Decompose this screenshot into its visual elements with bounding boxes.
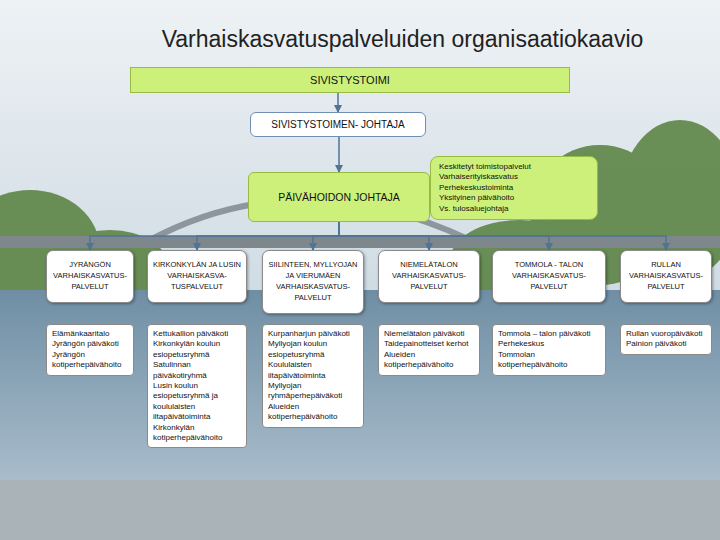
node-label: SIVISTYSTOIMEN- JOHTAJA xyxy=(261,119,415,130)
list-item: Kurpanharjun päiväkoti xyxy=(268,329,358,339)
unit-list: ElämänkaaritaloJyrängön päiväkotiJyrängö… xyxy=(46,324,134,376)
unit-title: KIRKONKYLÄN JA LUSIN VARHAISKASVA- TUSPA… xyxy=(152,260,242,293)
unit-box: SIILINTEEN, MYLLYOJAN JA VIERUMÄEN VARHA… xyxy=(262,250,364,314)
node-label: PÄIVÄHOIDON JOHTAJA xyxy=(257,191,421,203)
list-item: Tommola – talon päiväkoti xyxy=(498,329,600,339)
list-item: Myllyojan ryhmäperhepäiväkoti xyxy=(268,381,358,402)
connector xyxy=(339,222,666,250)
unit-title: RULLAN VARHAISKASVATUS- PALVELUT xyxy=(625,260,707,293)
list-item: Perhekeskustoiminta xyxy=(439,183,589,193)
list-item: Jyrängön kotiperhepäivähoito xyxy=(52,350,128,371)
director-box: SIVISTYSTOIMEN- JOHTAJA xyxy=(250,112,426,137)
unit-list: Kettukallion päiväkotiKirkonkylän koulun… xyxy=(147,324,247,448)
unit-list: Niemelätalon päiväkotiTaidepainotteiset … xyxy=(378,324,480,376)
connector xyxy=(338,137,340,172)
list-item: Myllyojan koulun esiopetusryhmä xyxy=(268,339,358,360)
list-item: Lusin koulun esiopetusryhmä ja koululais… xyxy=(153,381,241,423)
list-item: Perhekeskus xyxy=(498,339,600,349)
bridge-deck xyxy=(0,236,720,248)
list-item: Vs. tulosaluejohtaja xyxy=(439,204,589,214)
list-item: Alueiden kotiperhepäivähoito xyxy=(268,402,358,423)
unit-list: Tommola – talon päiväkotiPerhekeskusTomm… xyxy=(492,324,606,376)
list-item: Yksityinen päivähoito xyxy=(439,193,589,203)
list-item: Rullan vuoropäiväkoti xyxy=(626,329,706,339)
list-item: Kirkonkylän kotiperhepäivähoito xyxy=(153,423,241,444)
list-item: Taidepainotteiset kerhot xyxy=(384,339,474,349)
unit-box: RULLAN VARHAISKASVATUS- PALVELUT xyxy=(620,250,712,303)
water xyxy=(0,290,720,480)
services-box: Keskitetyt toimistopalvelutVarhaiserityi… xyxy=(430,156,598,220)
unit-title: JYRÄNGÖN VARHAISKASVATUS- PALVELUT xyxy=(51,260,129,293)
list-item: Satulinnan päiväkotiryhmä xyxy=(153,360,241,381)
unit-box: JYRÄNGÖN VARHAISKASVATUS- PALVELUT xyxy=(46,250,134,303)
manager-box: PÄIVÄHOIDON JOHTAJA xyxy=(248,172,430,222)
page-title: Varhaiskasvatuspalveluiden organisaatiok… xyxy=(90,26,715,53)
list-item: Tommolan kotiperhepäivähoito xyxy=(498,350,600,371)
connector xyxy=(197,222,339,250)
list-item: Kettukallion päiväkoti xyxy=(153,329,241,339)
unit-title: NIEMELÄTALON VARHAISKASVATUS- PALVELUT xyxy=(383,260,475,293)
connector xyxy=(337,93,339,112)
unit-list: Rullan vuoropäiväkotiPainion päiväkoti xyxy=(620,324,712,355)
unit-title: SIILINTEEN, MYLLYOJAN JA VIERUMÄEN VARHA… xyxy=(267,260,359,304)
unit-title: TOMMOLA - TALON VARHAISKASVATUS- PALVELU… xyxy=(497,260,601,293)
list-item: Kirkonkylän koulun esiopetusryhmä xyxy=(153,339,241,360)
list-item: Painion päiväkoti xyxy=(626,339,706,349)
list-item: Jyrängön päiväkoti xyxy=(52,339,128,349)
node-label: SIVISTYSTOIMI xyxy=(139,74,561,86)
unit-box: KIRKONKYLÄN JA LUSIN VARHAISKASVA- TUSPA… xyxy=(147,250,247,303)
connector xyxy=(90,222,339,250)
list-item: Niemelätalon päiväkoti xyxy=(384,329,474,339)
unit-box: TOMMOLA - TALON VARHAISKASVATUS- PALVELU… xyxy=(492,250,606,303)
connector xyxy=(313,222,339,250)
unit-list: Kurpanharjun päiväkotiMyllyojan koulun e… xyxy=(262,324,364,428)
unit-box: NIEMELÄTALON VARHAISKASVATUS- PALVELUT xyxy=(378,250,480,303)
list-item: Elämänkaaritalo xyxy=(52,329,128,339)
list-item: Koululaisten iltapäivätoiminta xyxy=(268,360,358,381)
list-item: Keskitetyt toimistopalvelut xyxy=(439,162,589,172)
department-band: SIVISTYSTOIMI xyxy=(130,67,570,93)
list-item: Varhaiserityiskasvatus xyxy=(439,172,589,182)
list-item: Alueiden kotiperhepäivähoito xyxy=(384,350,474,371)
shore xyxy=(0,480,720,540)
